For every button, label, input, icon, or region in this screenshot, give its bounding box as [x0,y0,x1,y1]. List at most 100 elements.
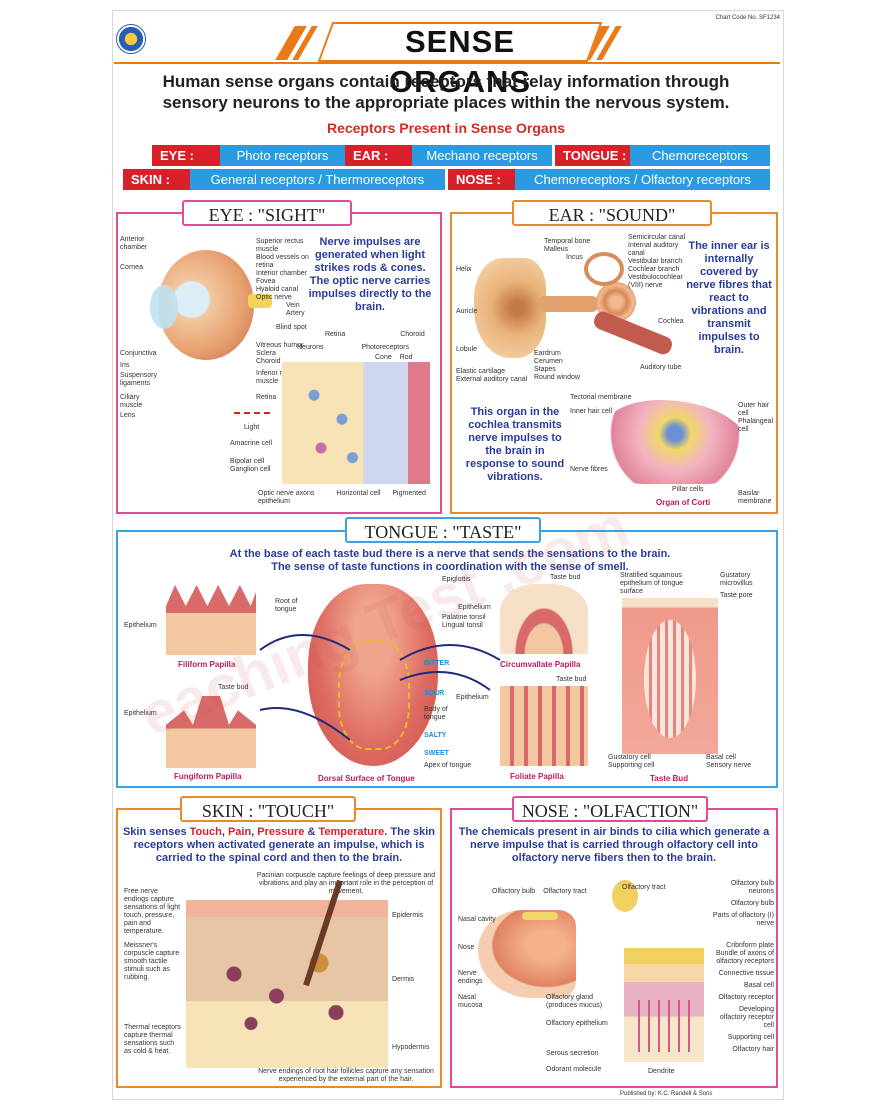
fungiform-label: Epithelium [124,710,157,717]
nose-title: NOSE : "OLFACTION" [512,796,708,822]
olfactory-receptor-cells [630,1000,698,1052]
ear-title: EAR : "SOUND" [512,200,712,226]
tongue-caption: Dorsal Surface of Tongue [318,774,415,783]
header-rule [114,62,780,64]
circumvallate-caption: Circumvallate Papilla [500,660,581,669]
taste-zone-outline [338,640,410,750]
corti-pillar-label: Pillar cells [672,486,704,493]
free-nerve-note: Free nerve endings capture sensations of… [124,888,181,935]
tongue-apex-label: Apex of tongue [424,762,472,769]
tongue-title: TONGUE : "TASTE" [345,517,541,543]
foliate-tastebud-label: Taste bud [556,676,587,683]
taste-sweet: SWEET [424,750,449,757]
eye-blurb: Nerve impulses are generated when light … [308,236,432,313]
retina-neurons [300,376,370,472]
taste-bud-label-top: Stratified squamous epithelium of tongue… [620,572,684,595]
ear-canal [538,296,598,312]
eye-title: EYE : "SIGHT" [182,200,352,226]
meissner-note: Meissner's corpuscle capture smooth tact… [124,942,180,981]
receptor-value-ear: Mechano receptors [412,145,552,166]
receptor-value-eye: Photo receptors [220,145,345,166]
nose-labels-middle: Olfactory gland (produces mucus)Olfactor… [546,994,608,1073]
taste-bud-core [644,620,696,738]
taste-salty: SALTY [424,732,447,739]
foliate-papilla-illustration [500,686,588,766]
eye-lens [150,285,178,329]
tongue-blurb-1: At the base of each taste bud there is a… [229,548,671,560]
tongue-root-label: Root of tongue [275,598,298,613]
skin-title: SKIN : "TOUCH" [180,796,356,822]
ear-cochlea-blurb: This organ in the cochlea transmits nerv… [465,406,565,483]
olfactory-tract-icon [612,880,638,912]
circumvallate-label: Epithelium [458,604,491,611]
hair-note: Nerve endings of root hair follicles cap… [258,1068,434,1083]
nose-blurb: The chemicals present in air binds to ci… [458,826,770,864]
receptor-label-tongue: TONGUE : [555,145,633,166]
circumvallate-tastebud-label: Taste bud [550,574,581,581]
outer-ear-illustration [474,258,546,358]
receptor-label-skin: SKIN : [123,169,193,190]
receptor-label-nose: NOSE : [448,169,518,190]
thermal-note: Thermal receptors capture thermal sensat… [124,1024,181,1055]
receptor-value-nose: Chemoreceptors / Olfactory receptors [515,169,770,190]
light-ray-icon [234,412,270,422]
foliate-caption: Foliate Papilla [510,772,564,781]
page-title: SENSE ORGANS [388,24,532,99]
skin-blurb: Skin senses Touch, Pain, Pressure & Temp… [122,826,436,864]
skin-receptors [200,930,370,1040]
light-label: Light [244,424,260,431]
fungiform-caption: Fungiform Papilla [174,772,242,781]
taste-bitter: BITTER [424,660,450,667]
tongue-arrows [259,634,501,741]
optic-nerve [248,294,272,308]
taste-bud-caption: Taste Bud [650,774,689,783]
receptor-label-eye: EYE : [152,145,222,166]
receptor-label-ear: EAR : [345,145,415,166]
corti-caption: Organ of Corti [656,498,711,507]
receptors-heading: Receptors Present in Sense Organs [326,120,566,136]
nasal-cavity-illustration [478,910,576,998]
tongue-body-label: Body of tongue [424,706,448,721]
taste-sour: SOUR [424,690,445,697]
filiform-label: Epithelium [124,622,157,629]
nose-tract-label: Olfactory tract [622,884,666,891]
pacinian-note: Pacinian corpuscle capture feelings of d… [256,872,436,895]
circumvallate-papilla-illustration [500,584,588,654]
auditory-tube-label: Auditory tube [640,364,682,371]
receptor-value-tongue: Chemoreceptors [630,145,770,166]
chart-code: Chart Code No. SF1234 [715,15,780,21]
skin-layer-epidermis: Epidermis [392,912,424,919]
intro-line-1: Human sense organs contain receptors tha… [162,72,730,91]
tongue-blurb-2: The sense of taste functions in coordina… [271,561,629,573]
olfactory-bulb [522,912,558,920]
fungiform-tastebud-label: Taste bud [218,684,249,691]
skin-layer-dermis: Dermis [392,976,415,983]
dendrite-label: Dendrite [648,1068,675,1075]
foliate-label: Epithelium [456,694,489,701]
semicircular-canals [584,252,624,286]
intro-line-2: sensory neurons to the appropriate place… [162,93,730,112]
publisher-logo [116,24,146,54]
publisher-credit: Published by: K.C. Randell & Sons [620,1091,713,1097]
filiform-caption: Filiform Papilla [178,660,236,669]
receptor-value-skin: General receptors / Thermoreceptors [190,169,445,190]
skin-layer-hypodermis: Hypodermis [392,1044,430,1051]
